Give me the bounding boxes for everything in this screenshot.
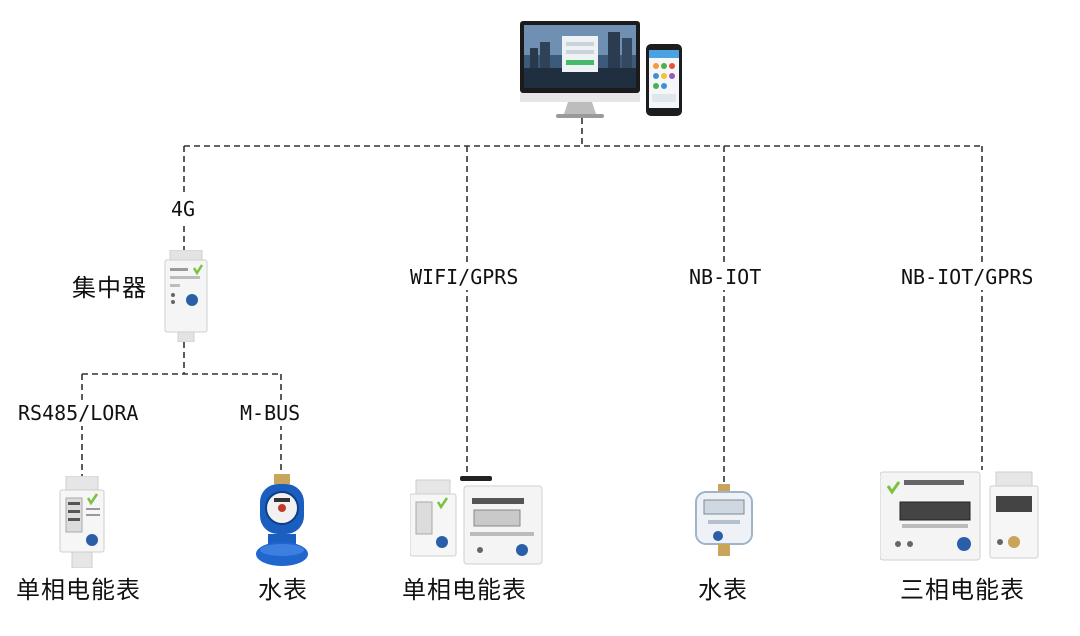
server-terminal <box>518 18 688 122</box>
caption-three-phase-meter: 三相电能表 <box>900 576 1025 604</box>
caption-water-meter-2: 水表 <box>698 576 748 604</box>
label-nb-iot: NB-IOT <box>687 264 764 290</box>
label-4g: 4G <box>169 196 198 222</box>
three-phase-meter <box>879 466 1040 566</box>
concentrator-label: 集中器 <box>72 274 147 302</box>
concentrator-device <box>164 249 208 343</box>
wifi-meter-icon <box>409 476 543 565</box>
water-meter-2 <box>694 484 754 556</box>
caption-single-phase-meter-2: 单相电能表 <box>402 576 527 604</box>
label-wifi-gprs: WIFI/GPRS <box>408 264 521 290</box>
single-phase-meter-2 <box>409 470 546 570</box>
three-phase-meter-icon <box>879 471 1039 561</box>
concentrator-icon <box>164 249 208 343</box>
label-m-bus: M-BUS <box>238 400 303 426</box>
din-meter-icon <box>59 475 105 569</box>
water-meter-icon <box>256 474 308 566</box>
single-phase-meter-1 <box>58 475 106 569</box>
label-nb-iot-gprs: NB-IOT/GPRS <box>899 264 1036 290</box>
label-rs485-lora: RS485/LORA <box>16 400 141 426</box>
desktop-and-phone-icon <box>520 21 682 118</box>
nb-water-meter-icon <box>695 484 753 556</box>
caption-single-phase-meter-1: 单相电能表 <box>16 576 141 604</box>
caption-water-meter-1: 水表 <box>258 576 308 604</box>
water-meter-1 <box>252 474 312 568</box>
